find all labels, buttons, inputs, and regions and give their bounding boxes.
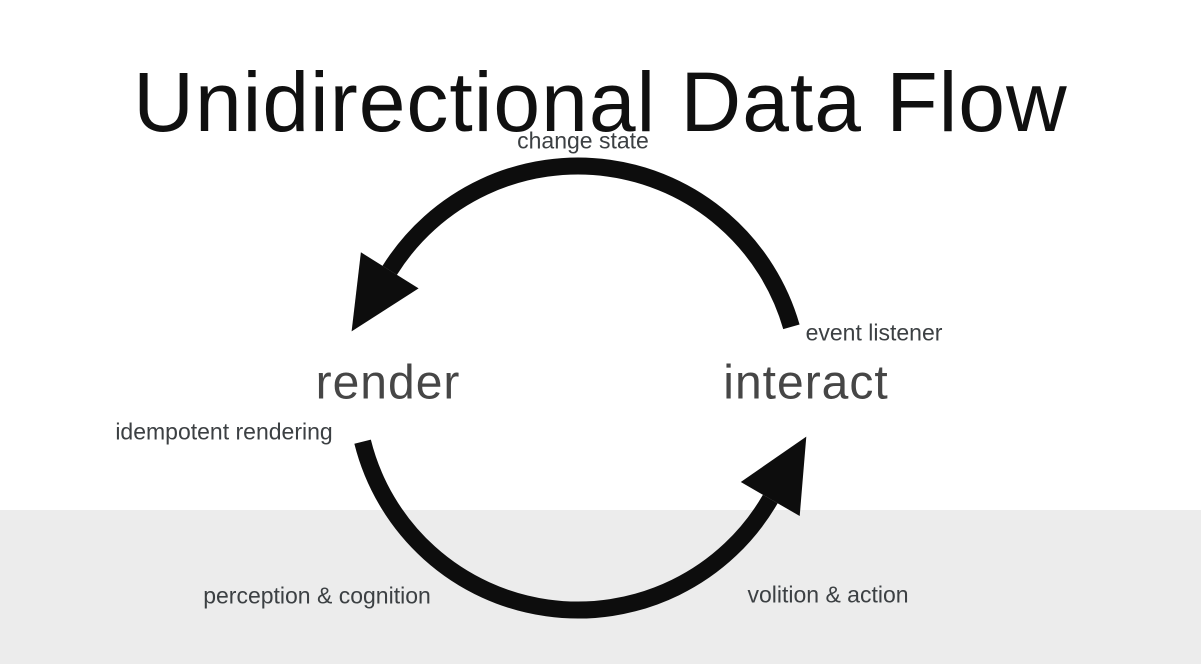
label-idempotent-rendering: idempotent rendering bbox=[115, 418, 333, 445]
label-volition-action: volition & action bbox=[747, 581, 909, 608]
node-interact: interact bbox=[723, 356, 889, 410]
label-event-listener: event listener bbox=[805, 319, 943, 346]
label-change-state: change state bbox=[517, 127, 649, 154]
node-render: render bbox=[315, 356, 461, 410]
arrowhead-to-render-icon bbox=[351, 252, 419, 332]
arrowhead-to-interact-icon bbox=[740, 436, 807, 516]
arrow-bottom-arc bbox=[354, 439, 778, 619]
page-title: Unidirectional Data Flow bbox=[133, 55, 1068, 150]
arrow-top-arc bbox=[382, 157, 800, 330]
label-perception-cognition: perception & cognition bbox=[203, 582, 431, 609]
footer-band bbox=[0, 510, 1201, 664]
